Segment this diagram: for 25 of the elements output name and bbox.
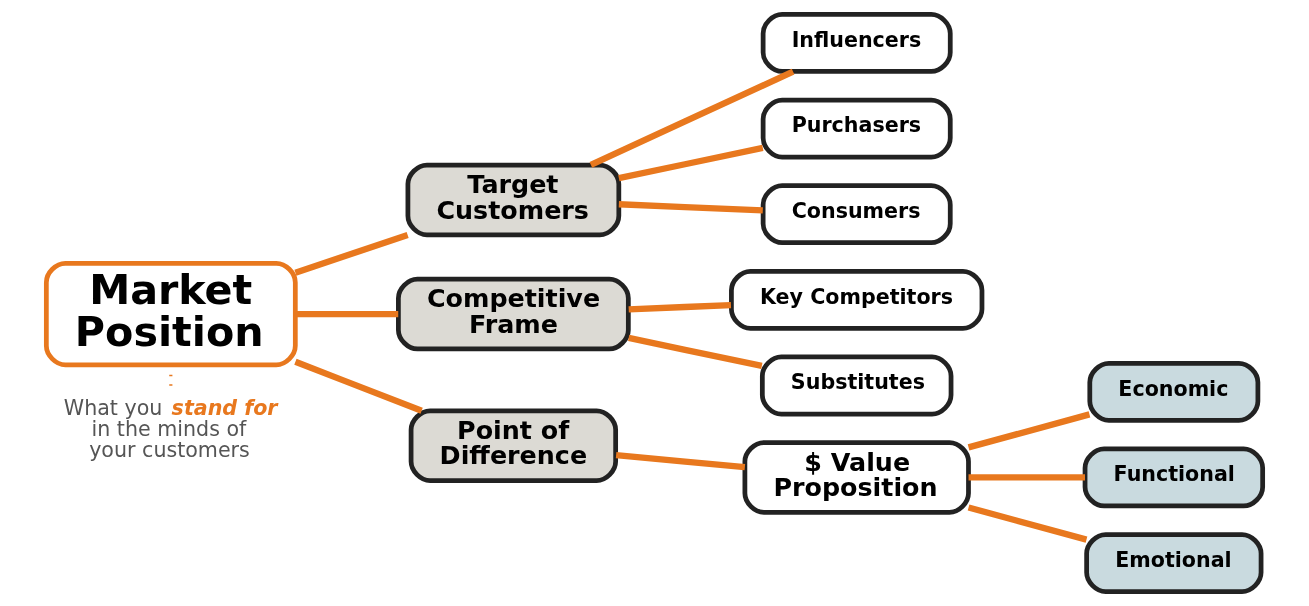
node-box: Substitutes bbox=[759, 354, 954, 417]
connector bbox=[967, 504, 1088, 543]
node-box: Purchasers bbox=[760, 97, 953, 160]
connector bbox=[628, 301, 732, 313]
connector bbox=[628, 334, 763, 369]
connector bbox=[295, 310, 399, 318]
connector bbox=[968, 474, 1085, 481]
node-box: Emotional bbox=[1084, 532, 1264, 594]
node-box: Economic bbox=[1087, 360, 1261, 423]
connector bbox=[294, 358, 423, 414]
node-box: Point of Difference bbox=[408, 408, 619, 483]
connector bbox=[618, 144, 764, 182]
node-text: What you stand for in the minds of your customers bbox=[63, 396, 278, 462]
node-box: Functional bbox=[1082, 446, 1266, 509]
node-box: $ Value Proposition bbox=[742, 440, 971, 515]
node-box: Influencers bbox=[760, 12, 953, 74]
connector bbox=[967, 411, 1091, 451]
node-box: Competitive Frame bbox=[396, 276, 631, 352]
node-box: Key Competitors bbox=[729, 268, 985, 331]
node-box: Target Customers bbox=[405, 162, 622, 238]
node-box: Market Position bbox=[43, 260, 298, 368]
connector bbox=[615, 452, 746, 471]
connector bbox=[618, 201, 763, 214]
connector bbox=[294, 231, 409, 276]
node-box: Consumers bbox=[760, 183, 953, 246]
